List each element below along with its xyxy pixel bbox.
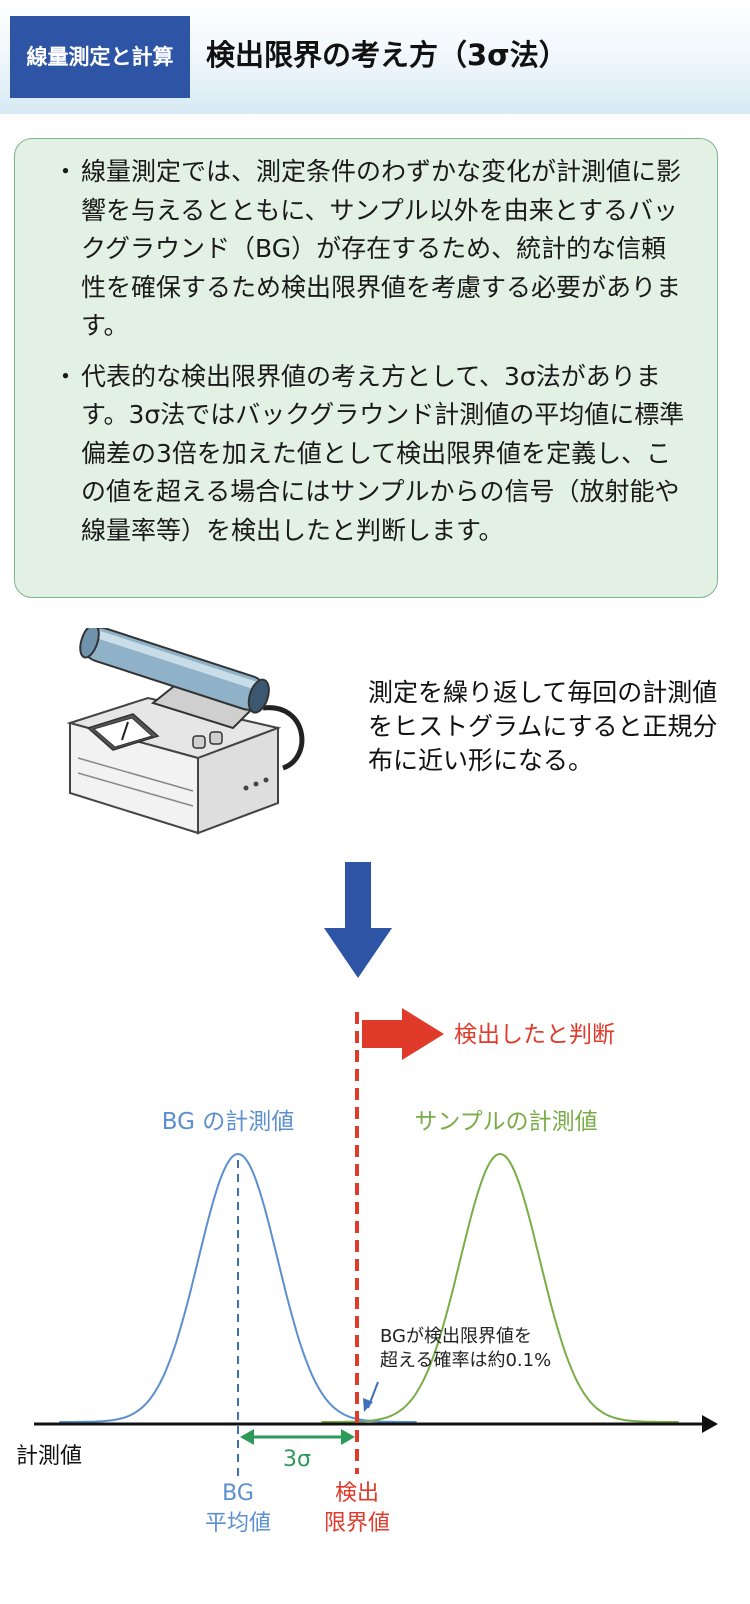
bg-mean-label-line1: BG (222, 1481, 254, 1506)
sigma-arrow-right-icon (341, 1429, 355, 1445)
bullet-mark: ・ (53, 157, 79, 186)
bullet-text-1: 線量測定では、測定条件のわずかな変化が計測値に影響を与えるとともに、サンプル以外… (81, 157, 682, 340)
sigma-arrow-left-icon (240, 1429, 254, 1445)
bg-mean-label-line2: 平均値 (205, 1511, 271, 1536)
bullet-text-2: 代表的な検出限界値の考え方として、3σ法があります。3σ法ではバックグラウンド計… (81, 361, 685, 545)
bullet-mark: ・ (53, 361, 79, 391)
detection-limit-chart: 計測値 BG 平均値 検出 限界値 検出したと判断 BG の計測値 サンプルの計… (16, 1008, 718, 1536)
annotation-pointer-head-icon (363, 1398, 373, 1412)
histogram-caption: 測定を繰り返して毎回の計測値をヒストグラムにすると正規分布に近い形になる。 (368, 678, 718, 775)
survey-meter-illustration (66, 628, 305, 835)
header-banner: 線量測定と計算 検出限界の考え方（3σ法） (0, 0, 750, 114)
bg-series-label: BG の計測値 (162, 1109, 295, 1135)
bullet-item-1: ・ 線量測定では、測定条件のわずかな変化が計測値に影響を与えるとともに、サンプル… (53, 153, 691, 346)
sample-distribution-curve (321, 1152, 679, 1423)
page-title: 検出限界の考え方（3σ法） (206, 38, 568, 72)
down-arrow-icon (324, 862, 392, 978)
distribution-curves (59, 1152, 679, 1423)
detection-limit-label-line2: 限界値 (324, 1511, 390, 1536)
detected-label: 検出したと判断 (454, 1022, 615, 1048)
detection-limit-label-line1: 検出 (335, 1481, 379, 1506)
section-badge: 線量測定と計算 (10, 16, 190, 98)
x-axis-arrowhead-icon (702, 1415, 718, 1433)
x-axis-label: 計測値 (16, 1444, 82, 1469)
explanation-box: ・ 線量測定では、測定条件のわずかな変化が計測値に影響を与えるとともに、サンプル… (14, 138, 718, 598)
annotation-line1: BGが検出限界値を (380, 1326, 532, 1347)
sigma-span-label: 3σ (283, 1447, 311, 1472)
bullet-item-2: ・ 代表的な検出限界値の考え方として、3σ法があります。3σ法ではバックグラウン… (53, 358, 691, 551)
detected-arrow-icon (362, 1008, 444, 1060)
sample-series-label: サンプルの計測値 (414, 1109, 597, 1135)
annotation-line2: 超える確率は約0.1% (380, 1350, 551, 1371)
